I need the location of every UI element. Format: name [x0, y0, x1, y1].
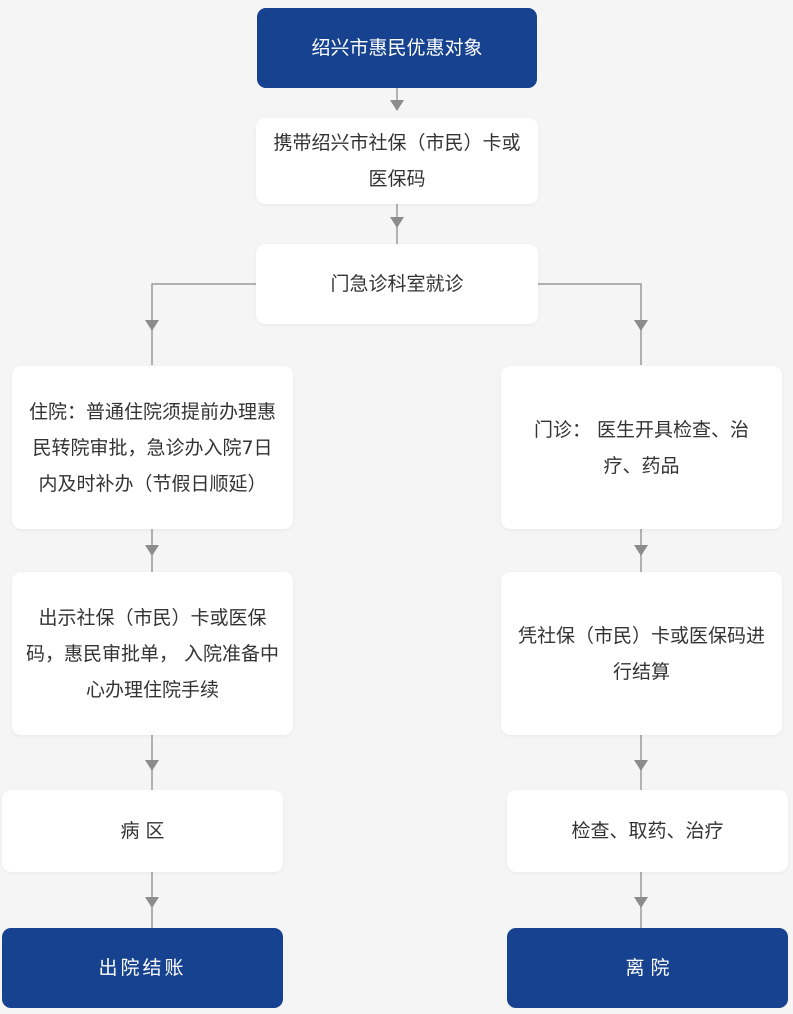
step-outpatient-label: 门诊： 医生开具检查、治疗、药品 — [533, 418, 750, 477]
arrow-head — [634, 320, 648, 331]
start-node: 绍兴市惠民优惠对象 — [257, 8, 537, 88]
step-show-card: 出示社保（市民）卡或医保码，惠民审批单， 入院准备中心办理住院手续 — [12, 572, 293, 735]
step-show-card-label: 出示社保（市民）卡或医保码，惠民审批单， 入院准备中心办理住院手续 — [25, 606, 280, 701]
step-visit-department-label: 门急诊科室就诊 — [330, 273, 464, 295]
step-treatment-label: 检查、取药、治疗 — [571, 820, 724, 842]
step-hospitalize-label: 住院：普通住院须提前办理惠民转院审批，急诊办入院7日内及时补办（节假日顺延） — [28, 400, 276, 495]
arrow-head — [390, 100, 404, 111]
end-checkout: 出院结账 — [2, 928, 283, 1008]
arrow-head — [145, 320, 159, 331]
step-settle-label: 凭社保（市民）卡或医保码进行结算 — [517, 624, 765, 683]
connector-visit-to-hospitalize — [151, 283, 256, 365]
arrow-head — [634, 897, 648, 908]
step-ward-label: 病 区 — [120, 820, 165, 842]
step-treatment: 检查、取药、治疗 — [507, 790, 788, 872]
connector-visit-to-outpatient — [538, 283, 642, 365]
step-carry-card-label: 携带绍兴市社保（市民）卡或医保码 — [273, 132, 521, 190]
arrow-head — [145, 760, 159, 771]
step-outpatient: 门诊： 医生开具检查、治疗、药品 — [501, 366, 782, 529]
arrow-head — [145, 897, 159, 908]
arrow-head — [634, 545, 648, 556]
step-visit-department: 门急诊科室就诊 — [256, 244, 538, 324]
step-hospitalize: 住院：普通住院须提前办理惠民转院审批，急诊办入院7日内及时补办（节假日顺延） — [12, 366, 293, 529]
end-leave: 离 院 — [507, 928, 788, 1008]
end-checkout-label: 出院结账 — [98, 957, 187, 979]
step-carry-card: 携带绍兴市社保（市民）卡或医保码 — [256, 118, 538, 204]
step-settle: 凭社保（市民）卡或医保码进行结算 — [501, 572, 782, 735]
arrow-head — [390, 217, 404, 228]
arrow-head — [145, 545, 159, 556]
arrow-head — [634, 760, 648, 771]
step-ward: 病 区 — [2, 790, 283, 872]
start-node-label: 绍兴市惠民优惠对象 — [311, 37, 483, 59]
end-leave-label: 离 院 — [625, 957, 670, 979]
